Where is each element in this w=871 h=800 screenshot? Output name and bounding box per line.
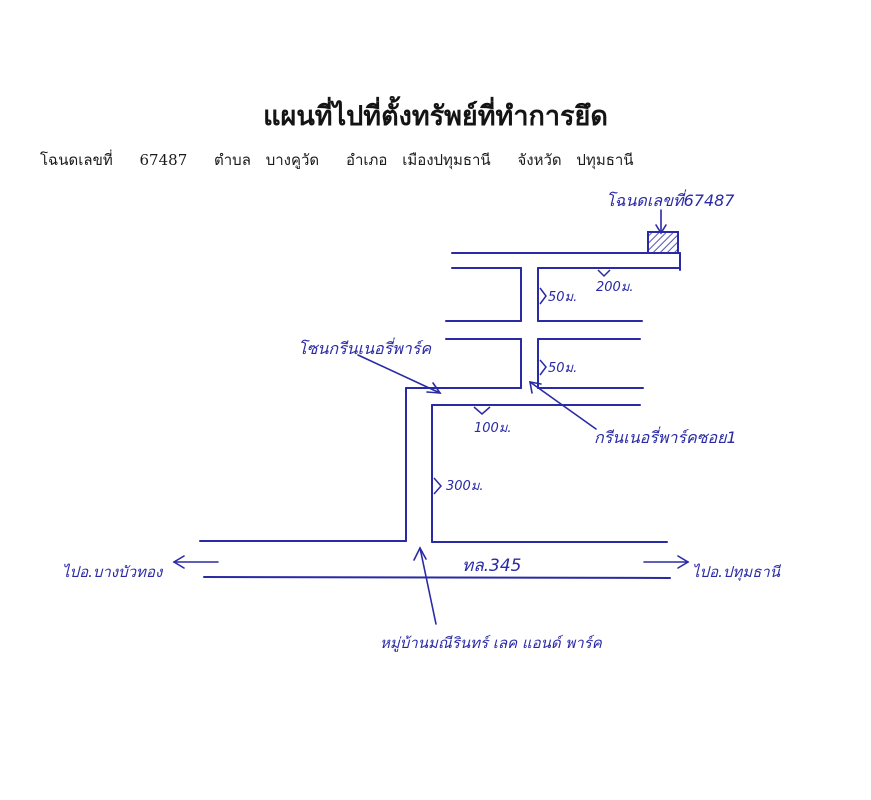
province-value: ปทุมธานี bbox=[576, 151, 634, 169]
page-title: แผนที่ไปที่ตั้งทรัพย์ที่ทำการยึด bbox=[263, 101, 608, 132]
highway-bottom-edge bbox=[203, 576, 671, 579]
pointer-arrows bbox=[172, 209, 690, 625]
property-pointer-head bbox=[655, 224, 667, 235]
tick-top-street bbox=[597, 269, 611, 278]
zone-label: โซนกรีนเนอรี่พาร์ค bbox=[298, 337, 432, 358]
road-label: ทล.345 bbox=[462, 556, 521, 576]
tick-main-access bbox=[433, 477, 442, 495]
right-direction-arrow-head bbox=[677, 555, 690, 569]
property-parcel bbox=[647, 231, 679, 254]
village-pointer bbox=[419, 547, 437, 625]
district-value: เมืองปทุมธานี bbox=[402, 151, 491, 169]
subdistrict-value: บางคูวัด bbox=[265, 151, 320, 169]
tick-block-upper bbox=[539, 287, 547, 305]
tick-block-lower bbox=[539, 359, 547, 376]
soi-pointer bbox=[529, 381, 597, 430]
road-network bbox=[199, 252, 681, 579]
deed-number: 67487 bbox=[139, 151, 188, 169]
village-pointer-head bbox=[413, 546, 427, 561]
distance-soi-segment: 100ม. bbox=[474, 421, 512, 436]
left-direction-arrow-head bbox=[172, 555, 185, 569]
zone-pointer-head bbox=[426, 382, 442, 394]
soi-label: กรีนเนอรี่พาร์คซอย1 bbox=[594, 426, 737, 447]
tick-soi-segment bbox=[473, 406, 491, 415]
left-direction-label: ไปอ.บางบัวทอง bbox=[62, 563, 164, 581]
district-label: อำเภอ bbox=[345, 151, 388, 169]
distance-main-access: 300ม. bbox=[446, 479, 484, 494]
zone-pointer bbox=[357, 354, 441, 394]
village-label: หมู่บ้านมณีรินทร์ เลค แอนด์ พาร์ค bbox=[380, 634, 603, 652]
property-label: โฉนดเลขที่67487 bbox=[606, 189, 735, 210]
distance-top-street: 200ม. bbox=[596, 280, 634, 295]
soi-pointer-head bbox=[529, 381, 542, 394]
right-direction-label: ไปอ.ปทุมธานี bbox=[692, 563, 781, 581]
distance-ticks bbox=[433, 269, 611, 495]
province-label: จังหวัด bbox=[517, 151, 562, 169]
subdistrict-label: ตำบล bbox=[214, 151, 251, 169]
distance-block-lower: 50ม. bbox=[548, 361, 577, 376]
deed-label: โฉนดเลขที่ bbox=[40, 151, 113, 169]
distance-block-upper: 50ม. bbox=[548, 290, 577, 305]
deed-info-line: โฉนดเลขที่ 67487 ตำบล บางคูวัด อำเภอ เมื… bbox=[40, 148, 634, 172]
